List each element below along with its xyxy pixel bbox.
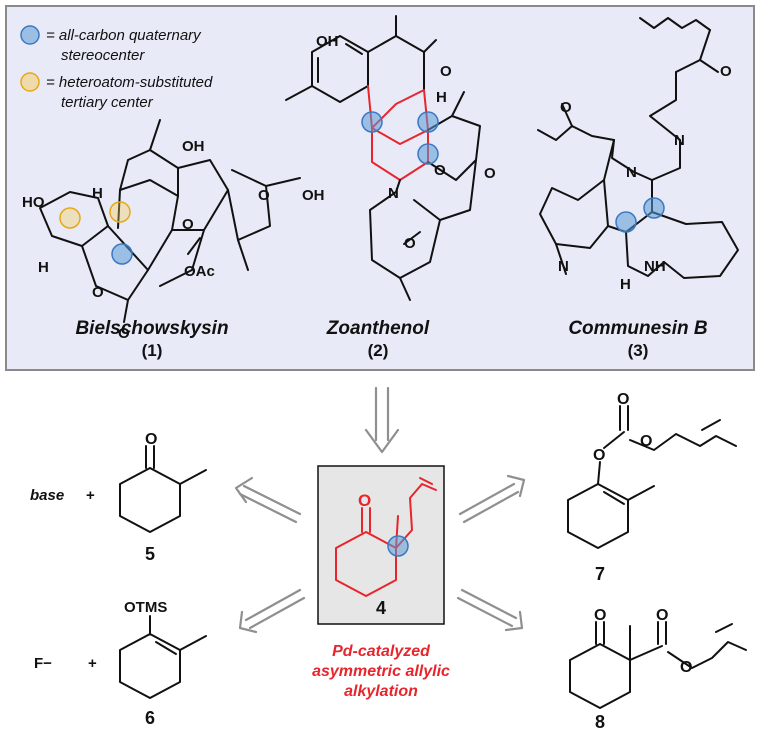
caption-line2: asymmetric allylic [312, 663, 450, 680]
atom-o-2: O [118, 325, 130, 342]
atom-oh-2: OH [302, 187, 325, 204]
atom-n-4: N [558, 258, 569, 275]
tertiary-center-marker [20, 72, 40, 92]
communesin-b-structure [537, 17, 739, 279]
atom-o-9: O [560, 99, 572, 116]
compound-5-number: 5 [145, 544, 155, 564]
atom-oh-3: OH [316, 33, 339, 50]
zoanthenol-structure [285, 15, 481, 301]
legend-quaternary-line2: stereocenter [61, 47, 145, 64]
retro-arrow-to-5 [234, 476, 302, 524]
atom-n-3: N [674, 132, 685, 149]
retro-arrow-to-8 [456, 588, 524, 632]
compound-7-oxygen-3: O [640, 433, 652, 450]
retro-arrow-to-6 [238, 588, 306, 634]
atom-o-7: O [484, 165, 496, 182]
compound-4-structure [335, 477, 437, 597]
compound-8-oxygen-1: O [594, 607, 606, 624]
atom-h-3: H [436, 89, 447, 106]
atom-o-10: O [720, 63, 732, 80]
natural-products-panel [5, 5, 755, 371]
compound-7-number: 7 [595, 564, 605, 584]
quaternary-center-marker [20, 25, 40, 45]
atom-o-4: O [258, 187, 270, 204]
retro-arrow-to-7 [458, 474, 526, 524]
compound-7-structure [567, 405, 737, 549]
atom-nh: NH [644, 258, 666, 275]
atom-h-1: H [38, 259, 49, 276]
np1-number: (1) [142, 341, 163, 360]
retro-arrow-down [364, 386, 400, 454]
atom-oh-1: OH [182, 138, 205, 155]
atom-ho: HO [22, 194, 45, 211]
compound-8-oxygen-3: O [680, 659, 692, 676]
np2-name: Zoanthenol [326, 318, 430, 339]
compound-5-structure [119, 445, 207, 533]
np2-number: (2) [368, 341, 389, 360]
bielschowskysin-structure [39, 119, 301, 323]
reagent-fluoride: F− [34, 655, 52, 672]
reagent-base: base [30, 487, 64, 504]
legend-quaternary-line1: = all-carbon quaternary [46, 27, 202, 44]
compound-8-structure [569, 621, 747, 709]
atom-o-3: O [182, 216, 194, 233]
legend-tertiary-line2: tertiary center [61, 94, 154, 111]
plus-6: + [88, 655, 97, 672]
atom-n-2: N [626, 164, 637, 181]
atom-o-6: O [434, 162, 446, 179]
np3-number: (3) [628, 341, 649, 360]
atom-o-1: O [92, 284, 104, 301]
atom-oac: OAc [184, 263, 215, 280]
legend-tertiary-line1: = heteroatom-substituted [46, 74, 213, 91]
compound-5-oxygen: O [145, 431, 157, 448]
compound-6-otms: OTMS [124, 599, 167, 616]
compound-6-number: 6 [145, 708, 155, 728]
compound-6-structure [119, 615, 207, 699]
compound-8-oxygen-2: O [656, 607, 668, 624]
caption-line1: Pd-catalyzed [332, 643, 431, 660]
atom-n-1: N [388, 185, 399, 202]
np1-name: Bielschowskysin [75, 318, 228, 339]
atom-o-8: O [404, 235, 416, 252]
atom-h-4: H [620, 276, 631, 293]
atom-h-2: H [92, 185, 103, 202]
compound-4-number: 4 [376, 598, 386, 618]
key-intermediate-box [317, 465, 445, 625]
np3-name: Communesin B [568, 318, 708, 339]
plus-5: + [86, 487, 95, 504]
atom-o-5: O [440, 63, 452, 80]
compound-7-oxygen-1: O [617, 391, 629, 408]
compound-4-oxygen: O [358, 491, 371, 510]
compound-7-oxygen-2: O [593, 447, 605, 464]
compound-8-number: 8 [595, 712, 605, 732]
caption-line3: alkylation [344, 683, 418, 700]
